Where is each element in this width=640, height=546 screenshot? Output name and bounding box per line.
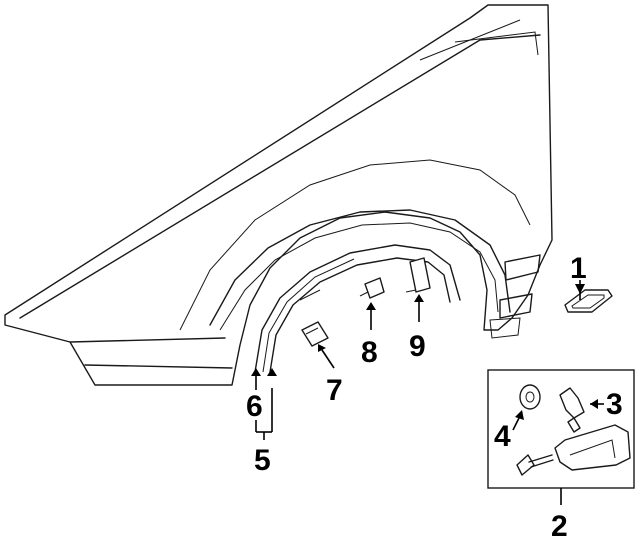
callout-1: 1 xyxy=(570,252,587,285)
callout-3: 3 xyxy=(606,388,623,421)
callout-4: 4 xyxy=(494,420,511,453)
callout-7: 7 xyxy=(326,374,343,407)
part-1-side-marker xyxy=(564,289,613,313)
callout-2: 2 xyxy=(551,510,568,543)
callout-labels: 1 2 3 4 5 6 7 8 9 xyxy=(246,252,623,543)
part-2-kit-box xyxy=(487,369,635,489)
bracket-icon xyxy=(554,424,631,471)
part-9-clip xyxy=(405,257,431,293)
leader-lines xyxy=(251,280,604,505)
part-8-clip xyxy=(359,277,385,299)
fender-panel xyxy=(4,4,553,386)
bolt-icon xyxy=(516,454,554,476)
callout-6: 6 xyxy=(246,390,263,423)
callout-5: 5 xyxy=(254,444,271,477)
nut-icon xyxy=(519,384,541,410)
callout-8: 8 xyxy=(361,336,378,369)
push-clip-icon xyxy=(559,387,585,433)
callout-9: 9 xyxy=(409,330,426,363)
part-7-clip xyxy=(301,321,329,347)
wheel-opening-molding xyxy=(254,244,461,373)
